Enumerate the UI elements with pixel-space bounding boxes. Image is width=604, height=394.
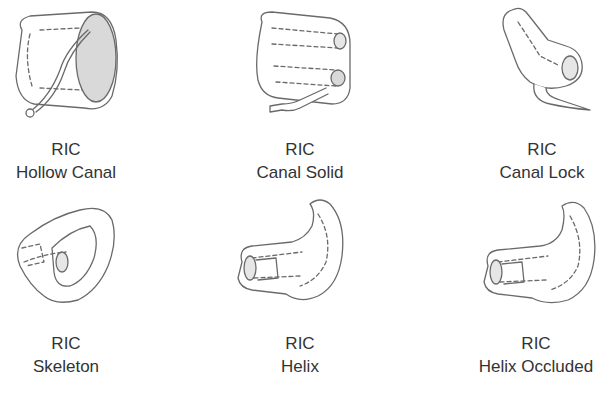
helix-occluded-earmold bbox=[484, 202, 595, 302]
style-label: RIC bbox=[521, 334, 550, 354]
style-label: RIC bbox=[285, 334, 314, 354]
helix-earmold bbox=[238, 200, 343, 300]
skeleton-earmold bbox=[18, 208, 115, 302]
style-label: Canal Lock bbox=[499, 163, 584, 183]
style-label: RIC bbox=[51, 140, 80, 160]
style-label: RIC bbox=[51, 334, 80, 354]
canal-lock-earmold bbox=[503, 8, 590, 110]
hollow-canal-earmold bbox=[16, 12, 117, 117]
style-label: Helix Occluded bbox=[479, 357, 593, 377]
style-label: RIC bbox=[285, 140, 314, 160]
style-label: Canal Solid bbox=[257, 163, 344, 183]
style-label: Hollow Canal bbox=[16, 163, 116, 183]
canal-solid-earmold bbox=[257, 12, 350, 112]
style-label: Skeleton bbox=[33, 357, 99, 377]
style-label: Helix bbox=[281, 357, 319, 377]
style-label: RIC bbox=[527, 140, 556, 160]
